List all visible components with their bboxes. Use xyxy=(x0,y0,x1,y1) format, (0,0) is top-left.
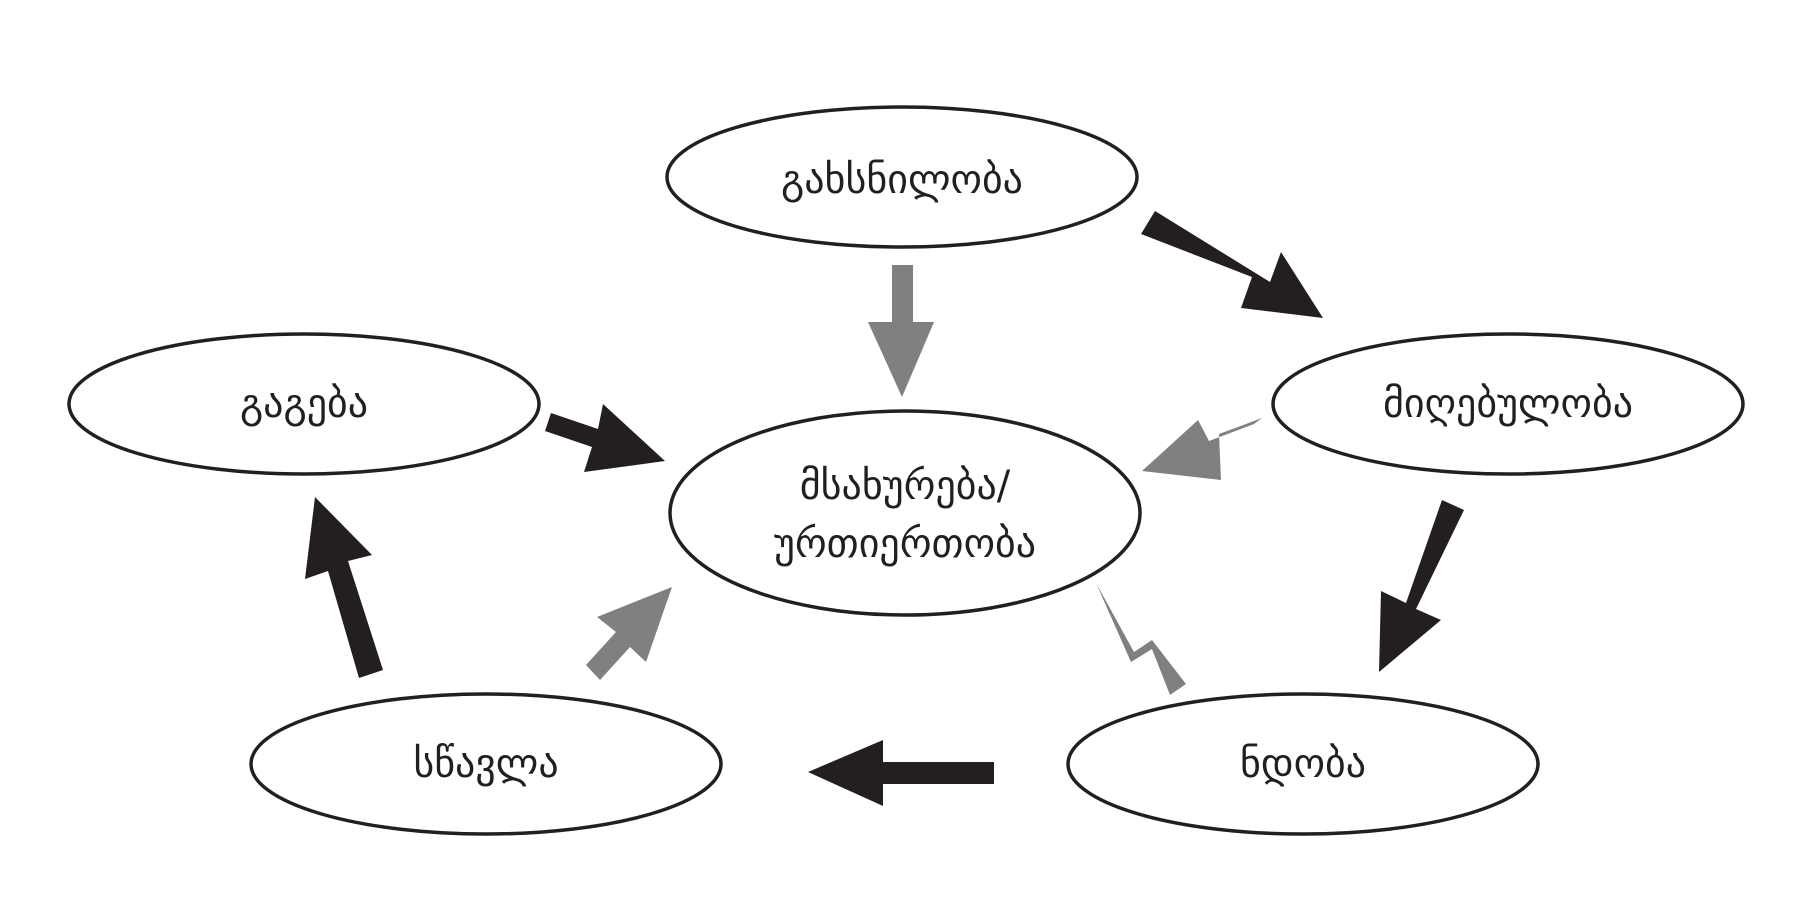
node-center-label-line1: მსახურება/ xyxy=(800,463,1011,509)
node-openness: გახსნილობა xyxy=(665,105,1139,249)
node-learning-label: სწავლა xyxy=(413,741,558,787)
arrow-trust-to-learning xyxy=(808,740,994,806)
arrow-acceptance-to-trust xyxy=(1379,500,1464,672)
arrow-learning-to-center xyxy=(586,587,672,680)
node-center-label-line2: ურთიერთობა xyxy=(774,521,1036,567)
arrow-acceptance-to-center xyxy=(1142,418,1262,480)
node-learning: სწავლა xyxy=(249,692,723,836)
node-trust: ნდობა xyxy=(1066,692,1540,836)
node-center: მსახურება/ ურთიერთობა xyxy=(668,409,1142,617)
arrow-trust-to-center xyxy=(1096,583,1186,695)
arrow-learning-to-understanding xyxy=(305,497,383,678)
node-trust-label: ნდობა xyxy=(1240,741,1366,787)
node-understanding-label: გაგება xyxy=(240,381,368,427)
node-acceptance-label: მიღებულობა xyxy=(1383,381,1633,427)
arrow-understanding-to-center xyxy=(545,404,665,472)
node-acceptance: მიღებულობა xyxy=(1271,332,1745,476)
node-openness-label: გახსნილობა xyxy=(781,157,1023,203)
arrow-openness-to-acceptance xyxy=(1141,211,1323,318)
node-understanding: გაგება xyxy=(67,332,541,476)
arrow-openness-to-center xyxy=(868,265,934,397)
